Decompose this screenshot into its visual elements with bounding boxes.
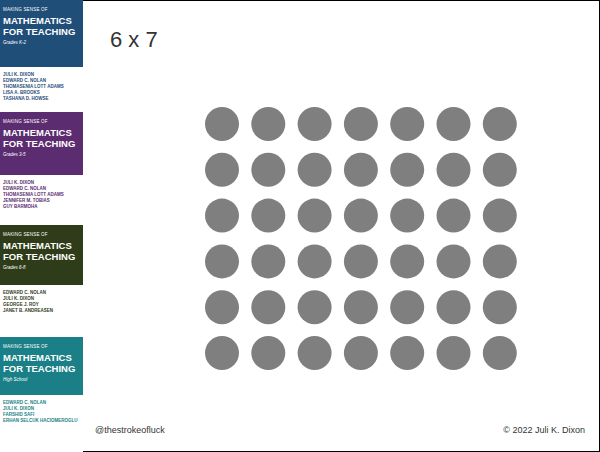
array-dot <box>251 290 285 324</box>
footer-note: © 2022 Juli K. Dixon <box>503 425 585 435</box>
array-dot <box>205 290 239 324</box>
array-dot <box>251 153 285 187</box>
book-cover: MAKING SENSE OF MATHEMATICS FOR TEACHING G… <box>0 225 83 337</box>
author-name: TASHANA D. HOWSE <box>3 96 80 102</box>
book-cover: MAKING SENSE OF MATHEMATICS FOR TEACHING G… <box>0 112 83 225</box>
book-cover: MAKING SENSE OF MATHEMATICS FOR TEACHING G… <box>0 0 83 112</box>
array-dot <box>298 107 332 141</box>
cover-band: MAKING SENSE OF MATHEMATICS FOR TEACHING G… <box>0 0 83 67</box>
array-dot <box>437 153 471 187</box>
author-name: THOMASENIA LOTT ADAMS <box>3 192 80 198</box>
author-name: GEORGE J. ROY <box>3 302 80 308</box>
array-dot <box>251 199 285 233</box>
grade-band: Grades 6-8 <box>3 264 80 271</box>
author-panel: EDWARD C. NOLANJULI K. DIXONFARSHID SAFI… <box>0 395 83 452</box>
array-dot <box>437 107 471 141</box>
author-name: LISA A. BROOKS <box>3 90 80 96</box>
author-name: FARSHID SAFI <box>3 412 80 418</box>
array-dot <box>483 153 517 187</box>
array-dot <box>483 107 517 141</box>
book-title: MATHEMATICS FOR TEACHING <box>3 353 80 374</box>
array-dot <box>390 153 424 187</box>
author-name: ERHAN SELCUK HACIOMEROGLU <box>3 418 80 424</box>
grade-band: Grades 3-5 <box>3 151 80 158</box>
dot-grid <box>205 107 517 370</box>
author-panel: JULI K. DIXONEDWARD C. NOLANTHOMASENIA L… <box>0 175 83 225</box>
array-dot <box>344 244 378 278</box>
slide-title: 6 x 7 <box>110 27 158 53</box>
author-name: JULI K. DIXON <box>3 180 80 186</box>
array-dot <box>390 244 424 278</box>
array-dot <box>205 107 239 141</box>
series-name: MAKING SENSE OF <box>3 119 80 125</box>
array-dot <box>483 244 517 278</box>
author-name: JENNIFER M. TOBIAS <box>3 198 80 204</box>
author-name: EDWARD C. NOLAN <box>3 400 80 406</box>
array-dot <box>205 199 239 233</box>
book-title: MATHEMATICS FOR TEACHING <box>3 241 80 262</box>
series-name: MAKING SENSE OF <box>3 344 80 350</box>
cover-band: MAKING SENSE OF MATHEMATICS FOR TEACHING H… <box>0 337 83 395</box>
array-dot <box>251 336 285 370</box>
author-panel: EDWARD C. NOLANJULI K. DIXONGEORGE J. RO… <box>0 285 83 337</box>
author-panel: JULI K. DIXONEDWARD C. NOLANTHOMASENIA L… <box>0 67 83 112</box>
book-title: MATHEMATICS FOR TEACHING <box>3 128 80 149</box>
array-dot <box>437 336 471 370</box>
array-dot <box>437 290 471 324</box>
array-dot <box>298 290 332 324</box>
array-dot <box>298 199 332 233</box>
series-name: MAKING SENSE OF <box>3 232 80 238</box>
author-name: THOMASENIA LOTT ADAMS <box>3 84 80 90</box>
array-dot <box>390 290 424 324</box>
author-name: EDWARD C. NOLAN <box>3 78 80 84</box>
array-dot <box>344 290 378 324</box>
array-dot <box>205 336 239 370</box>
array-dot <box>251 244 285 278</box>
array-dot <box>344 153 378 187</box>
array-dot <box>390 336 424 370</box>
array-dot <box>390 107 424 141</box>
array-dot <box>437 244 471 278</box>
author-name: JULI K. DIXON <box>3 296 80 302</box>
array-dot <box>483 290 517 324</box>
author-name: EDWARD C. NOLAN <box>3 290 80 296</box>
cover-band: MAKING SENSE OF MATHEMATICS FOR TEACHING G… <box>0 112 83 175</box>
author-name: GUY BARMOHA <box>3 204 80 210</box>
grade-band: Grades K-2 <box>3 39 80 46</box>
array-dot <box>298 153 332 187</box>
author-name: JULI K. DIXON <box>3 406 80 412</box>
footer-note: @thestrokeofluck <box>95 425 165 435</box>
author-name: JANET B. ANDREASEN <box>3 308 80 314</box>
array-dot <box>344 336 378 370</box>
array-dot <box>483 336 517 370</box>
author-name: JULI K. DIXON <box>3 72 80 78</box>
array-dot <box>344 199 378 233</box>
array-dot <box>483 199 517 233</box>
array-dot <box>437 199 471 233</box>
array-dot <box>390 199 424 233</box>
array-dot <box>251 107 285 141</box>
grade-band: High School <box>3 376 80 383</box>
cover-band: MAKING SENSE OF MATHEMATICS FOR TEACHING G… <box>0 225 83 285</box>
author-name: EDWARD C. NOLAN <box>3 186 80 192</box>
book-title: MATHEMATICS FOR TEACHING <box>3 16 80 37</box>
array-dot <box>205 153 239 187</box>
book-cover: MAKING SENSE OF MATHEMATICS FOR TEACHING H… <box>0 337 83 452</box>
array-dot <box>298 244 332 278</box>
array-dot <box>344 107 378 141</box>
array-dot <box>298 336 332 370</box>
array-dot <box>205 244 239 278</box>
series-name: MAKING SENSE OF <box>3 7 80 13</box>
